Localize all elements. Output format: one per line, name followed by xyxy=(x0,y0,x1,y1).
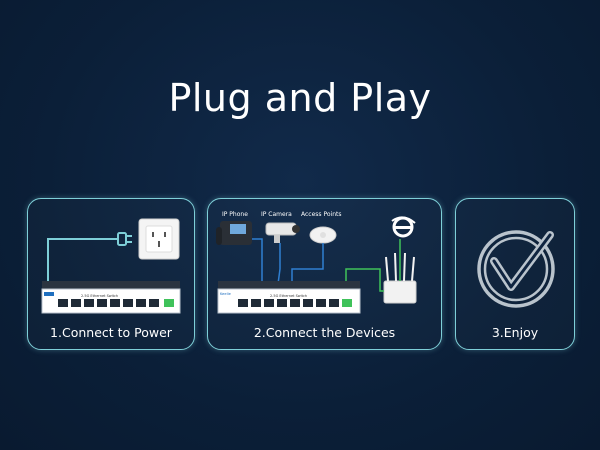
access-points-label: Access Points xyxy=(301,211,341,218)
switch-icon: Keelie 2.5G Ethernet Switch xyxy=(217,281,361,314)
ip-camera-label: IP Camera xyxy=(261,211,292,218)
step-card-power: 2.5G Ethernet Switch 1.Connect to Power xyxy=(27,198,195,350)
plug-icon xyxy=(117,232,132,246)
step-card-enjoy: 3.Enjoy xyxy=(455,198,575,350)
devices-illustration: IP Phone IP Camera Access Points xyxy=(216,211,417,314)
ip-phone-label: IP Phone xyxy=(222,211,248,218)
svg-text:2.5G Ethernet Switch: 2.5G Ethernet Switch xyxy=(81,294,118,298)
svg-text:2.5G Ethernet Switch: 2.5G Ethernet Switch xyxy=(270,294,307,298)
switch-icon: 2.5G Ethernet Switch xyxy=(41,281,181,314)
camera-icon xyxy=(265,222,300,243)
power-illustration: 2.5G Ethernet Switch xyxy=(41,218,181,314)
page-title: Plug and Play xyxy=(168,76,432,120)
internet-icon xyxy=(391,216,416,238)
step-label-devices: 2.Connect the Devices xyxy=(253,325,396,340)
step-card-devices: IP Phone IP Camera Access Points xyxy=(207,198,442,350)
phone-icon xyxy=(216,221,252,245)
step-label-power: 1.Connect to Power xyxy=(50,325,172,340)
step-label-enjoy: 3.Enjoy xyxy=(491,325,539,340)
checkmark-icon xyxy=(477,230,555,308)
svg-text:Keelie: Keelie xyxy=(220,292,232,296)
enjoy-illustration xyxy=(477,230,555,308)
access-point-icon xyxy=(309,226,337,244)
